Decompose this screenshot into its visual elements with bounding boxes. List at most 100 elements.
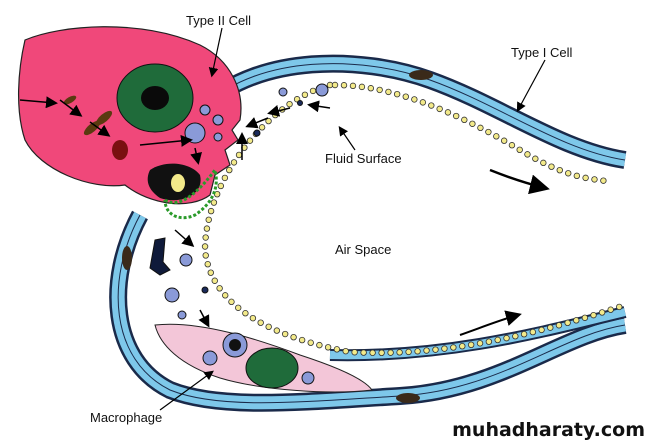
surfactant-dot [301, 91, 309, 99]
surfactant-dot [432, 346, 439, 353]
air-space-label: Air Space [335, 242, 392, 257]
vesicles [149, 83, 329, 320]
surfactant-dot [547, 324, 554, 331]
surfactant-dot [331, 81, 339, 89]
surfactant-dot [349, 82, 357, 90]
surfactant-dot [202, 252, 209, 259]
type-1-cell-wall [109, 54, 627, 412]
surfactant-dot [532, 155, 539, 162]
surfactant-dot [548, 163, 555, 170]
surfactant-dot [230, 159, 238, 166]
surfactant-dot [342, 347, 349, 355]
surfactant-dot [360, 349, 367, 356]
surfactant-dot [529, 328, 537, 336]
surfactant-dot [555, 322, 563, 329]
surfactant-dot [538, 326, 545, 334]
surfactant-dot [444, 109, 452, 116]
surfactant-dot [485, 128, 492, 136]
surfactant-dot [564, 319, 571, 327]
surfactant-dot [598, 309, 606, 316]
surfactant-dot [228, 298, 235, 306]
surfactant-dot [469, 120, 476, 127]
surfactant-dot [607, 306, 614, 313]
surfactant-dot [242, 310, 249, 317]
surfactant-dot [265, 323, 272, 331]
surfactant-dot [393, 90, 401, 98]
surfactant-dot [524, 151, 531, 158]
surfactant-dot [201, 243, 209, 250]
surfactant-dot [503, 334, 510, 342]
type-1-nucleus [396, 393, 420, 403]
surfactant-dot [378, 349, 385, 357]
surfactant-dot [591, 176, 598, 183]
surfactant-dot [216, 285, 223, 292]
surfactant-dot [508, 142, 516, 149]
surfactant-dot [573, 317, 580, 324]
surfactant-dot [358, 83, 366, 91]
surfactant-dot [405, 348, 412, 356]
surfactant-dot [387, 349, 394, 356]
surfactant-dot [211, 277, 218, 284]
fluid-surface-label: Fluid Surface [325, 151, 402, 166]
surfactant-dot [540, 159, 547, 167]
surfactant-dot [246, 137, 254, 144]
surfactant-dot [477, 124, 484, 132]
surfactant-dot [298, 336, 306, 344]
type-2-cell-label: Type II Cell [186, 13, 252, 28]
surfactant-dot [494, 336, 501, 344]
surfactant-dot [309, 87, 317, 95]
surfactant-dot [485, 338, 493, 345]
surfactant-dot [573, 172, 581, 180]
surfactant-dot [500, 137, 508, 144]
surfactant-dot [459, 342, 466, 350]
type-1-cell-label: Type I Cell [511, 45, 573, 60]
surfactant-dot [258, 124, 266, 131]
flow-arrows [19, 96, 550, 336]
surfactant-dot [516, 146, 523, 154]
surfactant-dot [273, 327, 281, 334]
surfactant-dot [324, 344, 332, 351]
surfactant-dot [203, 225, 211, 232]
surfactant-dot [376, 86, 383, 94]
fluid-surface-line [205, 85, 625, 353]
surfactant-dot [272, 111, 279, 119]
surfactant-dot [369, 349, 376, 356]
surfactant-dot [207, 269, 214, 276]
surfactant-dot [441, 345, 448, 352]
type-2-cell [17, 26, 242, 220]
surfactant-dot [467, 341, 475, 349]
surfactant-dot [202, 234, 209, 241]
surfactant-dot [452, 112, 460, 120]
surfactant-dot [204, 261, 211, 268]
macrophage [154, 323, 373, 393]
surfactant-dot [616, 303, 623, 311]
surfactant-dot [411, 96, 418, 103]
surfactant-dot [556, 166, 563, 174]
surfactant-dot [316, 341, 323, 349]
surfactant-dot [565, 170, 572, 177]
surfactant-dot [396, 349, 403, 356]
surfactant-dot [217, 182, 225, 190]
surfactant-dot [221, 174, 229, 182]
surfactant-dot [581, 314, 589, 321]
surfactant-dot [333, 346, 341, 353]
surfactant-dot [222, 292, 229, 299]
surfactant-dot [436, 105, 443, 113]
surfactant-dot [450, 344, 457, 351]
surfactant-dot [419, 99, 427, 106]
surfactant-dot [428, 102, 435, 109]
surfactant-dot [205, 216, 212, 223]
surfactant-dot [235, 304, 242, 311]
surfactant-dot [367, 85, 375, 92]
surfactant-dot [265, 117, 272, 125]
surfactant-dot [512, 333, 519, 340]
macrophage-label: Macrophage [90, 410, 163, 425]
surfactant-dot [351, 349, 358, 356]
type-1-nucleus [409, 70, 433, 80]
surfactant-dot [582, 174, 589, 182]
surfactant-dot [281, 330, 289, 338]
surfactant-dot [235, 151, 243, 159]
surfactant-dot [600, 177, 607, 184]
